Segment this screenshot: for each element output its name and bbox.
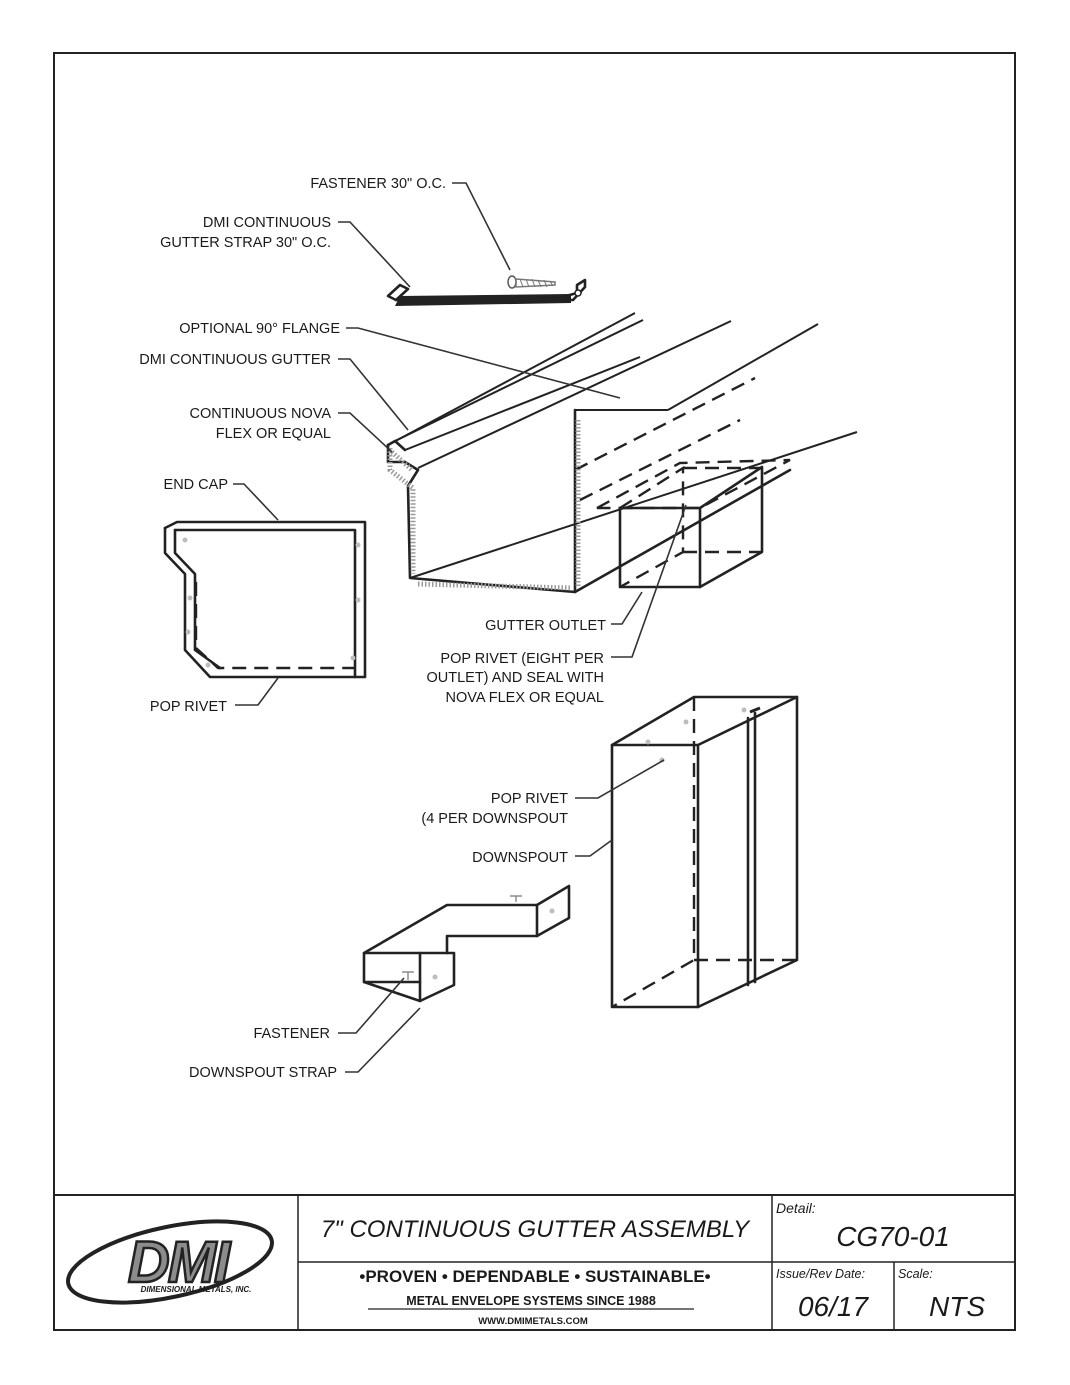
logo-text: DMI bbox=[128, 1230, 232, 1295]
tagline: •PROVEN • DEPENDABLE • SUSTAINABLE• bbox=[359, 1267, 710, 1286]
gutter-strap-drawing bbox=[386, 278, 587, 306]
scale-label: Scale: bbox=[898, 1267, 933, 1281]
label-pop-rivet-outlet-3: NOVA FLEX OR EQUAL bbox=[446, 690, 604, 706]
issue-date-label: Issue/Rev Date: bbox=[776, 1267, 865, 1281]
end-cap-drawing bbox=[163, 520, 367, 679]
issue-date-value: 06/17 bbox=[798, 1291, 869, 1322]
label-pop-rivet-downspout-2: (4 PER DOWNSPOUT bbox=[421, 811, 568, 827]
label-pop-rivet-endcap: POP RIVET bbox=[150, 699, 227, 715]
label-downspout: DOWNSPOUT bbox=[472, 850, 568, 866]
label-nova-flex-1: CONTINUOUS NOVA bbox=[189, 406, 331, 422]
website: WWW.DMIMETALS.COM bbox=[478, 1316, 588, 1327]
label-downspout-strap: DOWNSPOUT STRAP bbox=[189, 1065, 337, 1081]
label-pop-rivet-downspout-1: POP RIVET bbox=[491, 791, 568, 807]
leader-lines bbox=[233, 182, 687, 1073]
drawing-title: 7" CONTINUOUS GUTTER ASSEMBLY bbox=[321, 1216, 751, 1243]
since-line: METAL ENVELOPE SYSTEMS SINCE 1988 bbox=[406, 1294, 656, 1308]
label-optional-flange: OPTIONAL 90° FLANGE bbox=[179, 321, 340, 337]
gutter-drawing bbox=[386, 312, 858, 594]
downspout-drawing bbox=[610, 695, 799, 1009]
screw-fastener-drawing bbox=[507, 275, 556, 289]
label-pop-rivet-outlet-2: OUTLET) AND SEAL WITH bbox=[426, 670, 604, 686]
downspout-strap-drawing bbox=[362, 884, 571, 1003]
detail-label: Detail: bbox=[776, 1200, 816, 1216]
callout-labels: FASTENER 30" O.C. DMI CONTINUOUS GUTTER … bbox=[139, 176, 606, 1081]
label-gutter-strap-2: GUTTER STRAP 30" O.C. bbox=[160, 235, 331, 251]
label-fastener: FASTENER bbox=[253, 1026, 330, 1042]
scale-value: NTS bbox=[929, 1291, 985, 1322]
detail-value: CG70-01 bbox=[836, 1221, 950, 1252]
label-nova-flex-2: FLEX OR EQUAL bbox=[216, 426, 331, 442]
company-logo: DMI DIMENSIONAL METALS, INC. bbox=[66, 1219, 274, 1305]
label-continuous-gutter: DMI CONTINUOUS GUTTER bbox=[139, 352, 331, 368]
label-fastener-30: FASTENER 30" O.C. bbox=[310, 176, 446, 192]
label-gutter-outlet: GUTTER OUTLET bbox=[485, 618, 606, 634]
logo-subtext: DIMENSIONAL METALS, INC. bbox=[141, 1285, 252, 1294]
sheet-border bbox=[53, 52, 1016, 1331]
label-pop-rivet-outlet-1: POP RIVET (EIGHT PER bbox=[440, 651, 604, 667]
label-end-cap: END CAP bbox=[164, 477, 228, 493]
label-gutter-strap-1: DMI CONTINUOUS bbox=[203, 215, 331, 231]
